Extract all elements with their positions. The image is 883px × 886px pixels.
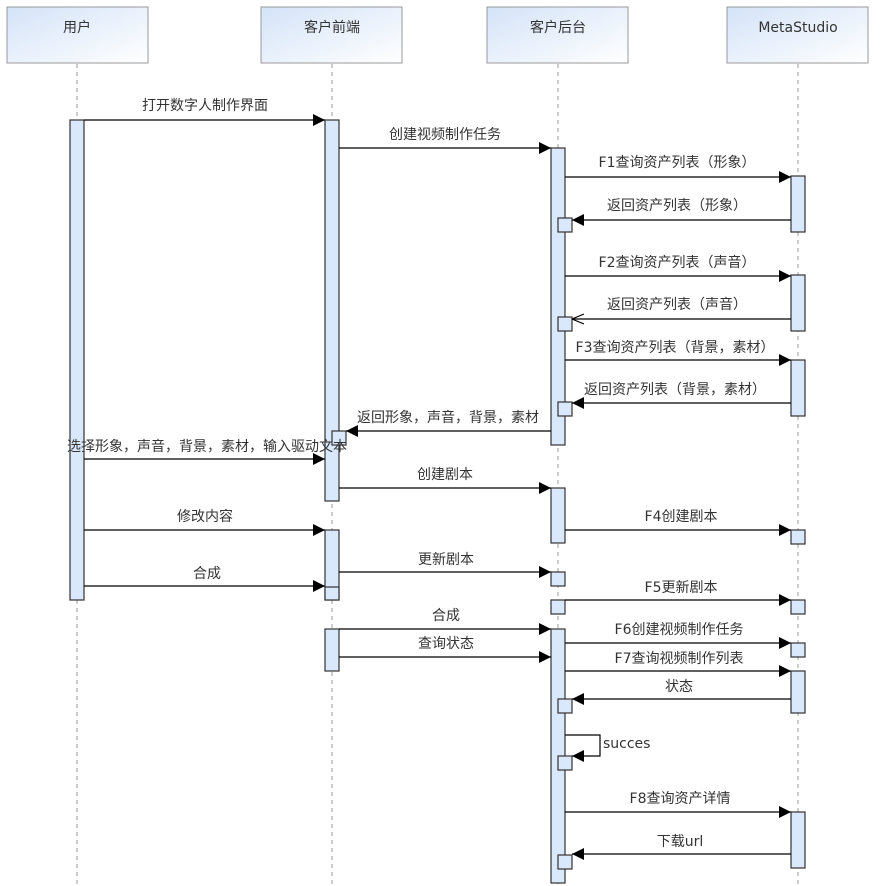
message-label: 合成 xyxy=(193,566,221,582)
activation-metastudio xyxy=(790,274,806,332)
message: 合成 xyxy=(84,566,325,592)
activation-metastudio xyxy=(790,529,806,545)
activation-backend xyxy=(557,755,573,771)
activation-metastudio xyxy=(790,359,806,417)
message-label: F7查询视频制作列表 xyxy=(615,651,744,667)
participant-metastudio: MetaStudio xyxy=(726,6,869,64)
message-label: 创建剧本 xyxy=(417,467,473,483)
message-label: F4创建剧本 xyxy=(645,509,718,525)
message-label: 返回资产列表（声音） xyxy=(607,296,747,313)
message: F7查询视频制作列表 xyxy=(565,651,791,677)
message: F1查询资产列表（形象） xyxy=(565,155,791,183)
message-label: F5更新剧本 xyxy=(645,580,718,596)
activation-metastudio xyxy=(790,642,806,658)
message-label: F1查询资产列表（形象） xyxy=(599,155,756,171)
message-label: F2查询资产列表（声音） xyxy=(599,254,756,271)
activation-backend xyxy=(550,147,566,446)
participant-backend: 客户后台 xyxy=(486,6,629,64)
message: 查询状态 xyxy=(339,636,551,663)
message-label: 更新剧本 xyxy=(418,552,474,568)
message: F5更新剧本 xyxy=(565,580,791,606)
message: F6创建视频制作任务 xyxy=(565,622,791,649)
activation-frontend xyxy=(331,430,347,446)
activation-backend xyxy=(557,316,573,332)
message-label: 选择形象，声音，背景，素材，输入驱动文本 xyxy=(67,438,347,455)
message: 创建视频制作任务 xyxy=(339,127,551,154)
message: 下载url xyxy=(572,834,791,860)
message-label: 打开数字人制作界面 xyxy=(142,97,268,114)
activation-frontend xyxy=(324,586,340,601)
activation-metastudio xyxy=(790,670,806,714)
message: 返回资产列表（背景，素材） xyxy=(572,382,791,409)
activation-frontend xyxy=(324,628,340,672)
activation-metastudio xyxy=(790,599,806,615)
activation-metastudio xyxy=(790,175,806,233)
message-self: succes xyxy=(565,734,650,762)
participant-label: MetaStudio xyxy=(758,20,837,36)
message-label: F6创建视频制作任务 xyxy=(615,622,744,638)
message-label: 状态 xyxy=(665,679,693,695)
message-label: 返回形象，声音，背景，素材 xyxy=(357,409,539,426)
participant-label: 客户前端 xyxy=(304,19,360,36)
message: F4创建剧本 xyxy=(565,509,791,536)
message: 返回资产列表（声音） xyxy=(572,296,791,319)
message-label: 返回资产列表（背景，素材） xyxy=(584,382,766,398)
message-label: 修改内容 xyxy=(177,508,233,525)
message-label: F3查询资产列表（背景，素材） xyxy=(576,340,775,356)
message-label: succes xyxy=(603,736,650,752)
message: F8查询资产详情 xyxy=(565,791,791,818)
message: F2查询资产列表（声音） xyxy=(565,254,791,282)
message: 合成 xyxy=(339,608,551,635)
message-label: 合成 xyxy=(432,608,460,624)
participant-frontend: 客户前端 xyxy=(260,6,403,64)
message-label: 查询状态 xyxy=(418,636,474,652)
activation-backend xyxy=(557,854,573,870)
participant-label: 客户后台 xyxy=(530,19,586,36)
message-label: 返回资产列表（形象） xyxy=(607,198,747,214)
message-label: 创建视频制作任务 xyxy=(389,127,501,143)
activation-backend xyxy=(550,599,566,615)
message-label: F8查询资产详情 xyxy=(630,791,731,807)
activation-backend xyxy=(550,487,566,544)
message: 返回资产列表（形象） xyxy=(572,198,791,226)
participant-label: 用户 xyxy=(63,19,91,36)
message: 打开数字人制作界面 xyxy=(84,97,325,126)
activation-frontend xyxy=(324,119,340,502)
activation-backend xyxy=(550,571,566,587)
activation-user xyxy=(69,119,85,601)
message-label: 下载url xyxy=(657,834,704,850)
activation-backend xyxy=(557,217,573,233)
message: 返回形象，声音，背景，素材 xyxy=(346,409,551,437)
message: 修改内容 xyxy=(84,508,325,536)
message: 选择形象，声音，背景，素材，输入驱动文本 xyxy=(67,438,347,465)
message: 状态 xyxy=(572,679,791,705)
message: 创建剧本 xyxy=(339,467,551,494)
activation-backend xyxy=(557,401,573,417)
message: F3查询资产列表（背景，素材） xyxy=(565,340,791,366)
participant-user: 用户 xyxy=(6,6,149,64)
activation-backend xyxy=(557,698,573,714)
message: 更新剧本 xyxy=(339,552,551,578)
activation-metastudio xyxy=(790,811,806,869)
